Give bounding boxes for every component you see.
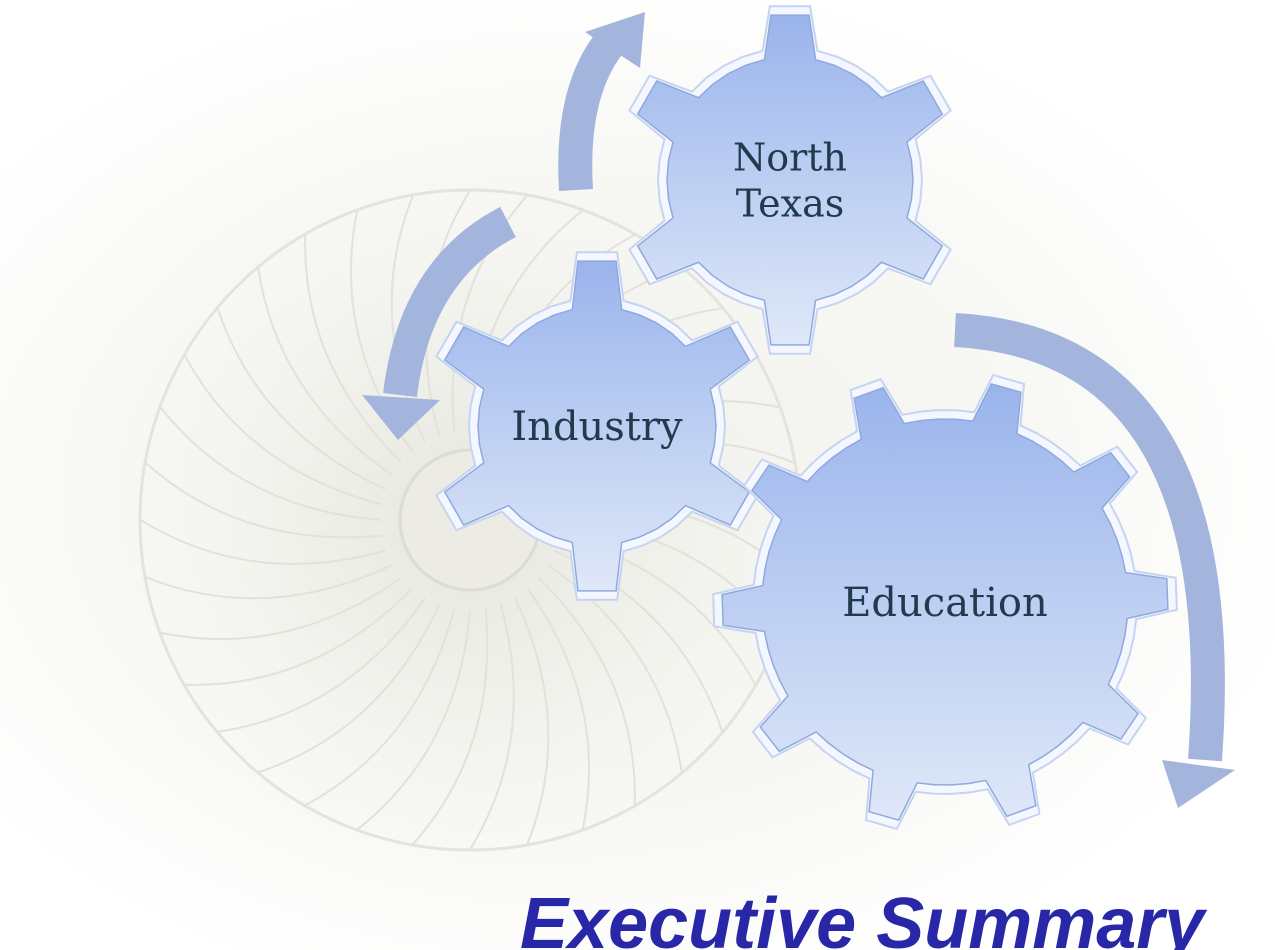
turbine-blade — [216, 597, 426, 733]
turbine-blade — [356, 609, 471, 831]
arrow-to-industry-head — [362, 395, 440, 440]
gear-body — [443, 260, 751, 592]
turbine-blade — [184, 588, 413, 686]
turbine-blade — [183, 354, 382, 506]
turbine-blade — [514, 597, 550, 846]
gear-label-line: Education — [842, 580, 1048, 626]
arrow-to-education-head — [1162, 760, 1235, 808]
turbine-blade — [468, 604, 515, 851]
gear-label-line: Industry — [511, 404, 683, 450]
arrow-to-north-texas-shaft — [558, 29, 626, 192]
arrow-to-education-shaft — [954, 313, 1225, 762]
slide-caption: Executive Summary — [520, 884, 1205, 950]
turbine-blade — [159, 577, 402, 641]
turbine-blade — [144, 564, 393, 600]
turbine-blade — [527, 588, 591, 831]
gear-label-industry: Industry — [511, 404, 683, 450]
arrow-to-industry-shaft — [383, 206, 517, 398]
turbine-blade — [451, 194, 529, 432]
arrow-to-north-texas-head — [585, 12, 645, 68]
gear-education: Education — [712, 373, 1178, 831]
turbine-blade — [216, 307, 386, 491]
cycle-arrows — [362, 12, 1235, 808]
turbine-blade — [144, 461, 382, 539]
gear-label-education: Education — [842, 580, 1048, 626]
turbine-blade — [411, 608, 489, 846]
gear-label-line: Texas — [736, 181, 844, 225]
turbine-blade — [257, 266, 393, 476]
turbine-blade — [159, 406, 381, 521]
turbine-blade — [139, 518, 386, 565]
turbine-blade — [304, 234, 402, 463]
gear-body — [721, 383, 1169, 821]
gear-industry: Industry — [435, 251, 759, 601]
turbine-blade — [538, 577, 636, 806]
turbine-blade — [304, 608, 456, 807]
gear-label-line: North — [733, 135, 847, 179]
turbine-blade — [257, 604, 441, 774]
gear-body — [636, 14, 944, 346]
